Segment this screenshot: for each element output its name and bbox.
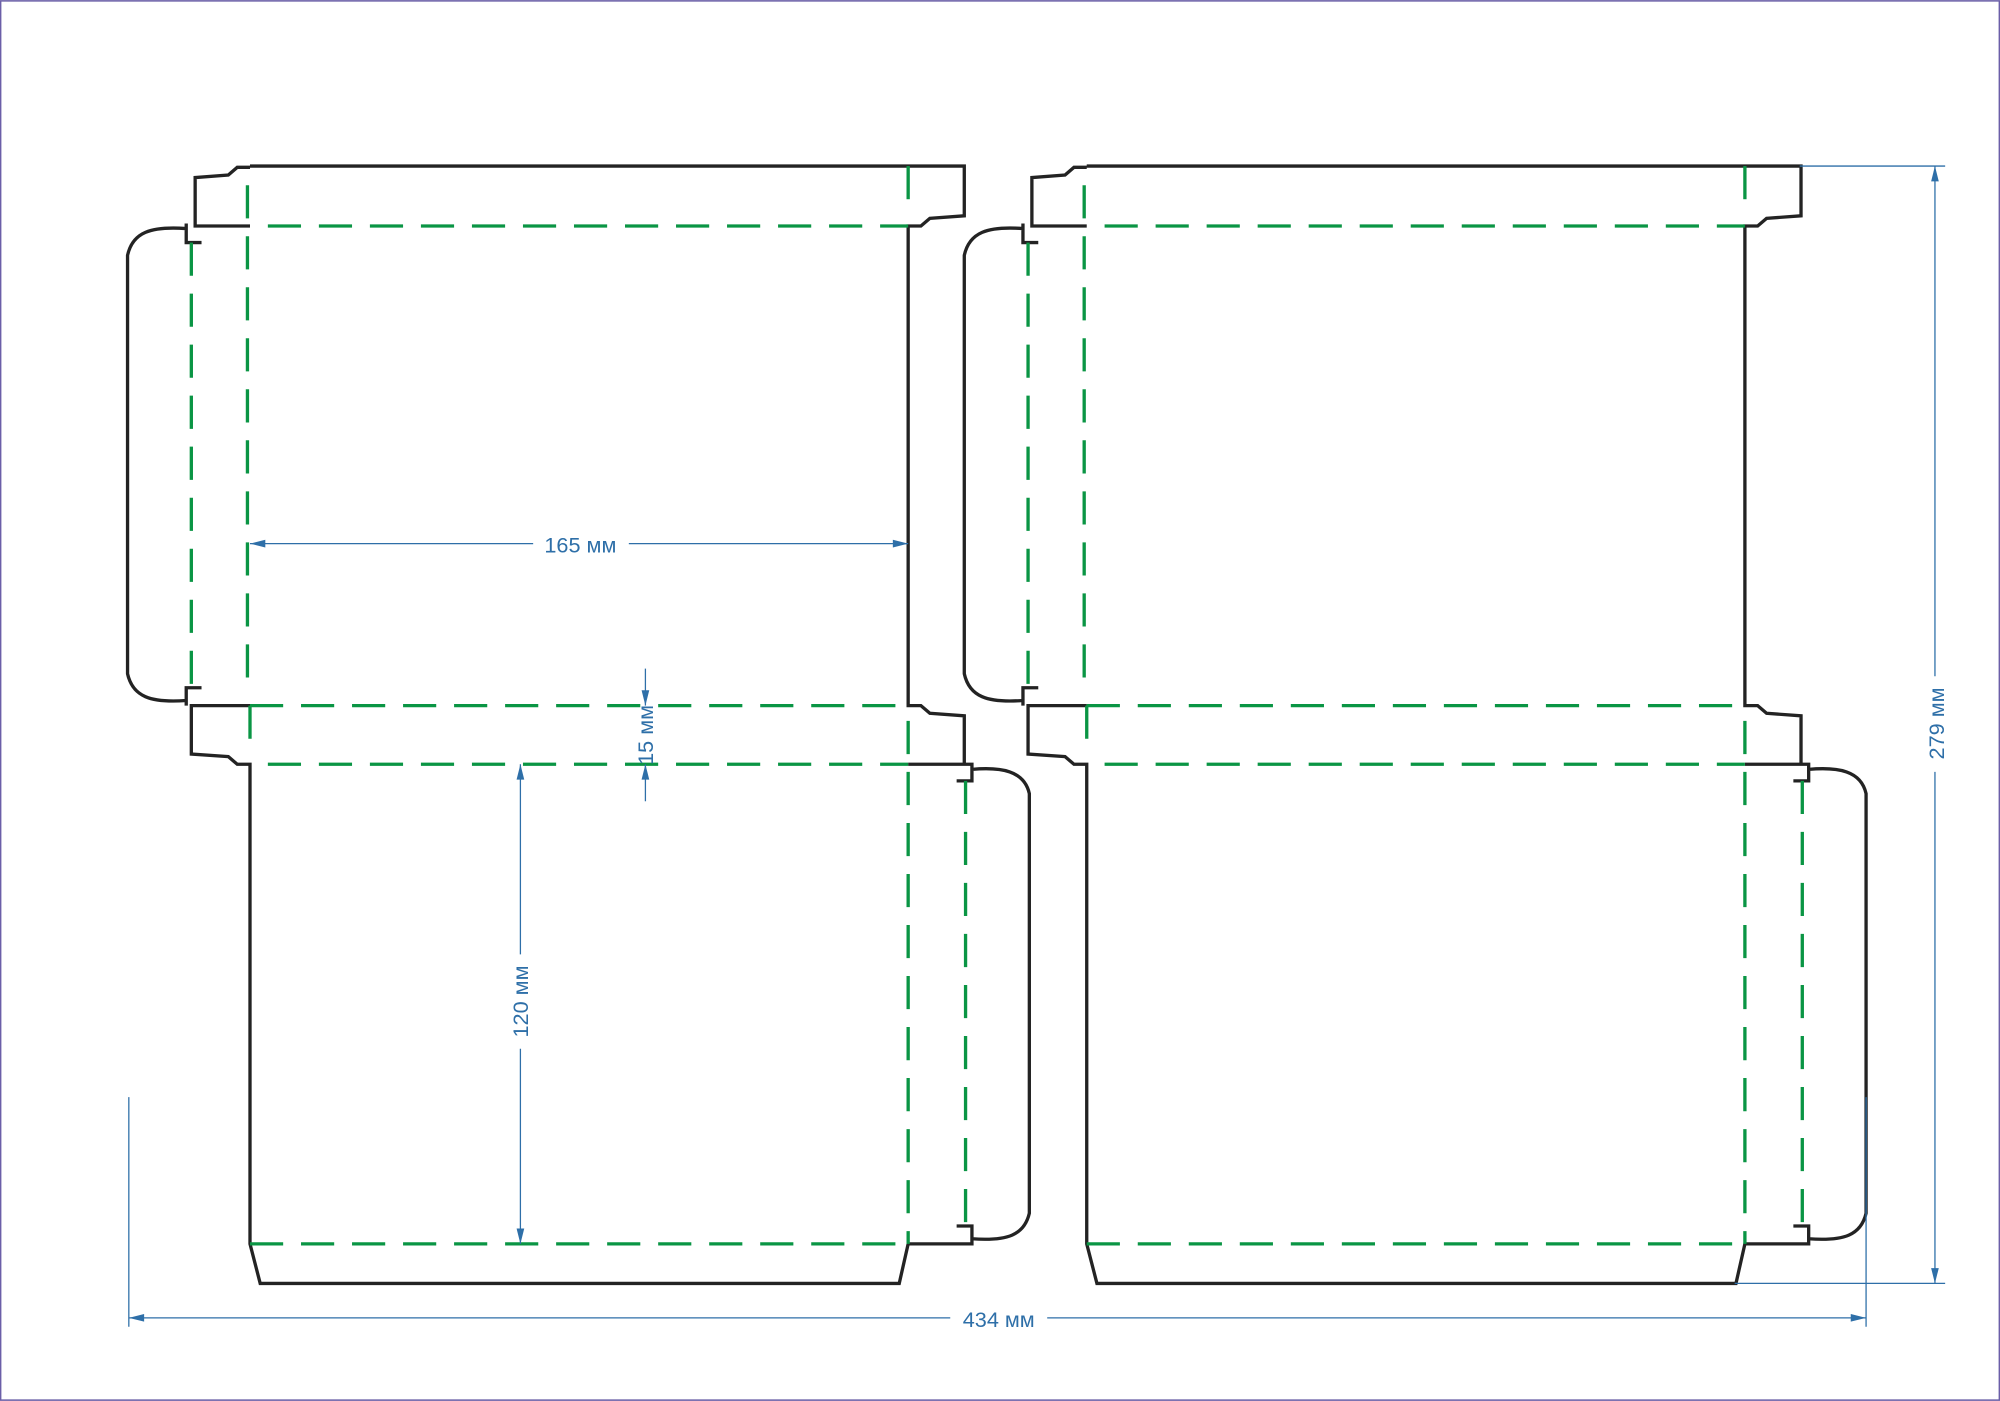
dimension-label-15: 15 мм bbox=[633, 705, 658, 765]
dieline-panel-right bbox=[962, 164, 1868, 1286]
cut-outline bbox=[125, 164, 1031, 1286]
dimension-label-434: 434 мм bbox=[963, 1307, 1035, 1332]
dimension-label-279: 279 мм bbox=[1924, 687, 1949, 759]
dimension-279: 279 мм bbox=[1734, 165, 1949, 1285]
dimension-15: 15 мм bbox=[633, 668, 658, 802]
dimension-120: 120 мм bbox=[508, 764, 533, 1244]
dimension-label-165: 165 мм bbox=[544, 533, 616, 558]
dimension-434: 434 мм bbox=[128, 1097, 1867, 1332]
dieline-panel-left bbox=[125, 164, 1031, 1286]
dimension-label-120: 120 мм bbox=[508, 966, 533, 1038]
dimension-165: 165 мм bbox=[250, 533, 909, 558]
fold-lines bbox=[189, 166, 968, 1246]
